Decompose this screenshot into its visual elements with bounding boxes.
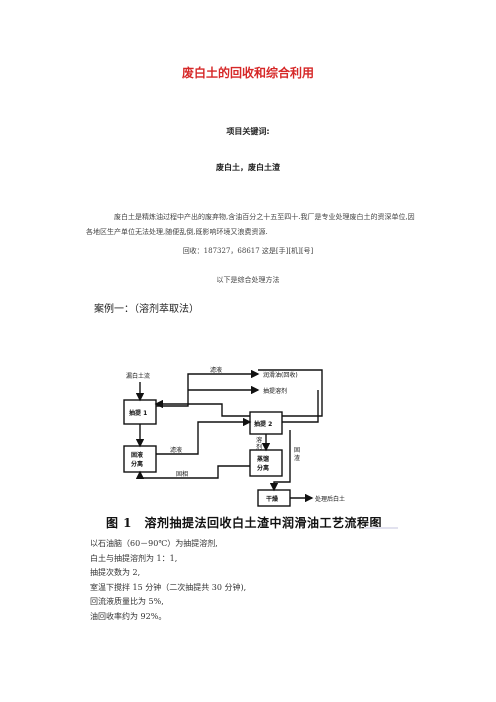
process-flow-diagram: 漏白土流 抽提 1 固液 分离 抽提 2 蒸馏 分离 干燥 滤液 滤液 固相 溶… (123, 366, 345, 507)
label-box-filter-b: 分离 (131, 460, 143, 468)
caption-underline (364, 527, 398, 529)
label-mother-liquor: 固相 (176, 470, 188, 478)
label-out-solvent: 抽提溶剂 (263, 387, 287, 395)
keywords-label: 项目关键词: (226, 127, 270, 136)
keywords: 废白土，废白土渣 (216, 163, 280, 172)
methods-intro: 以下是综合处理方法 (216, 276, 280, 284)
case-heading: 案例一：（溶剂萃取法） (94, 304, 199, 315)
label-input: 漏白土流 (126, 372, 150, 380)
page-title: 废白土的回收和综合利用 (181, 66, 314, 80)
label-solids-a: 固 (294, 447, 300, 454)
parameter-list: 以石油脑（60－90℃）为抽提溶剂, 白土与抽提溶剂为 1：1, 抽提次数为 2… (90, 537, 246, 624)
param-line: 白土与抽提溶剂为 1：1, (90, 553, 178, 563)
param-line: 油回收率约为 92%。 (90, 611, 167, 621)
intro-paragraph: 废白土是精炼油过程中产出的废弃物,含油百分之十五至四十.我厂是专业处理废白土的资… (86, 213, 415, 236)
label-residue-a: 溶 (256, 436, 262, 444)
label-box-filter-a: 固液 (131, 451, 144, 459)
label-solids-b: 渣 (294, 454, 300, 462)
label-box-distill-b: 分离 (257, 464, 269, 472)
label-filtrate-mid: 滤液 (170, 446, 182, 454)
label-box-extract-2: 抽提 2 (254, 420, 272, 428)
label-box-dry: 干燥 (266, 495, 279, 503)
label-residue-b: 剂 (256, 443, 262, 451)
param-line: 室温下搅拌 15 分钟（二次抽提共 30 分钟), (90, 582, 247, 592)
label-out-oil: 润滑油(回收) (263, 371, 298, 379)
box-filter (123, 445, 157, 473)
label-out-clay: 处理后白土 (315, 495, 345, 503)
figure-caption: 图 1 溶剂抽提法回收白土渣中润滑油工艺流程图 (106, 516, 383, 530)
label-filtrate-top: 滤液 (210, 366, 222, 374)
box-distill (249, 449, 283, 477)
param-line: 回流液质量比为 5%, (90, 597, 164, 606)
label-box-extract-1: 抽提 1 (129, 409, 147, 417)
param-line: 抽提次数为 2, (90, 568, 141, 577)
label-box-distill-a: 蒸馏 (257, 455, 269, 463)
recycle-contact: 回收：187327，68617 这是[手][机][号] (182, 247, 314, 255)
param-line: 以石油脑（60－90℃）为抽提溶剂, (90, 539, 218, 548)
